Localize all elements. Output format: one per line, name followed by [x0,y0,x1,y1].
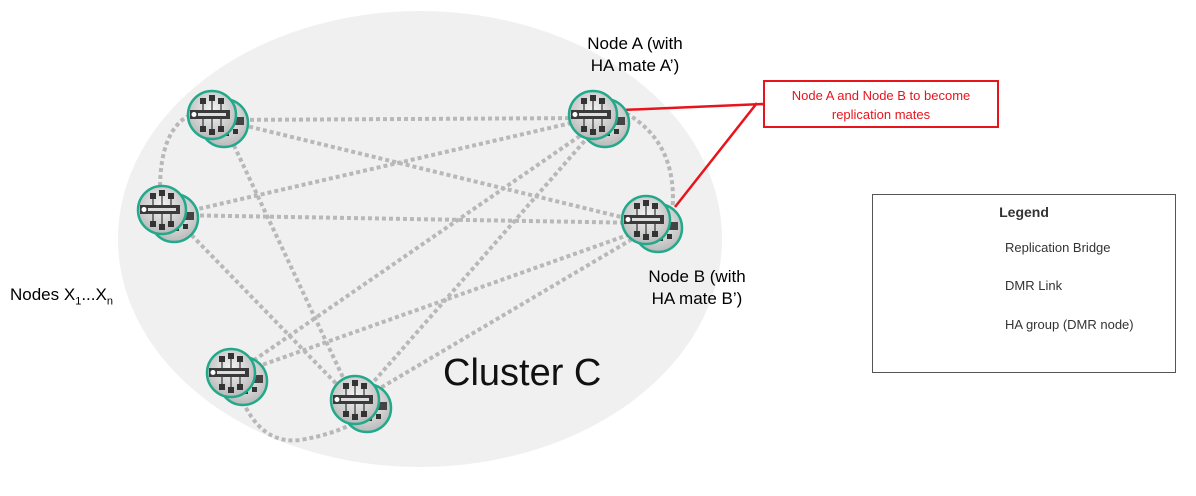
dmr-link-a-b [619,108,675,216]
node-b-label-line1: Node B (with [648,267,746,286]
legend-box: Legend Replication Bridge DMR Link HA gr… [872,194,1176,373]
legend-title: Legend [999,204,1049,220]
node-a-label-line1: Node A (with [587,34,683,53]
cluster-label: Cluster C [443,352,602,394]
callout-line1: Node A and Node B to become [791,88,971,103]
callout-line2: replication mates [831,107,931,122]
legend-label-ha-group: HA group (DMR node) [1005,317,1134,332]
dmr-link-b-x3 [230,223,657,378]
node-b-label: Node B (with HA mate B’) [622,266,772,310]
nodes-group-label: Nodes X1...Xn [10,285,113,308]
dmr-link-x2-x4 [170,213,357,405]
dmr-link-x1-a [221,116,594,122]
dmr-link-a-x3 [229,118,605,378]
dmr-link-x2-b [171,213,647,225]
dmr-link-x1-x2 [158,113,191,191]
legend-label-replication-bridge: Replication Bridge [1005,240,1111,255]
node-a-label: Node A (with HA mate A’) [560,33,710,77]
dmr-link-b-x4 [353,223,658,405]
callout-line-node-a [621,102,764,112]
replication-callout: Node A and Node B to become replication … [763,80,999,128]
node-a-label-line2: HA mate A’) [590,56,680,75]
dmr-link-x2-a [171,116,594,217]
dmr-link-x1-x4 [220,119,357,404]
legend-label-dmr-link: DMR Link [1005,278,1063,293]
callout-line-node-b [674,102,758,208]
node-b-label-line2: HA mate B’) [651,289,743,308]
dmr-link-x1-b [221,118,647,225]
dmr-links [158,108,675,443]
